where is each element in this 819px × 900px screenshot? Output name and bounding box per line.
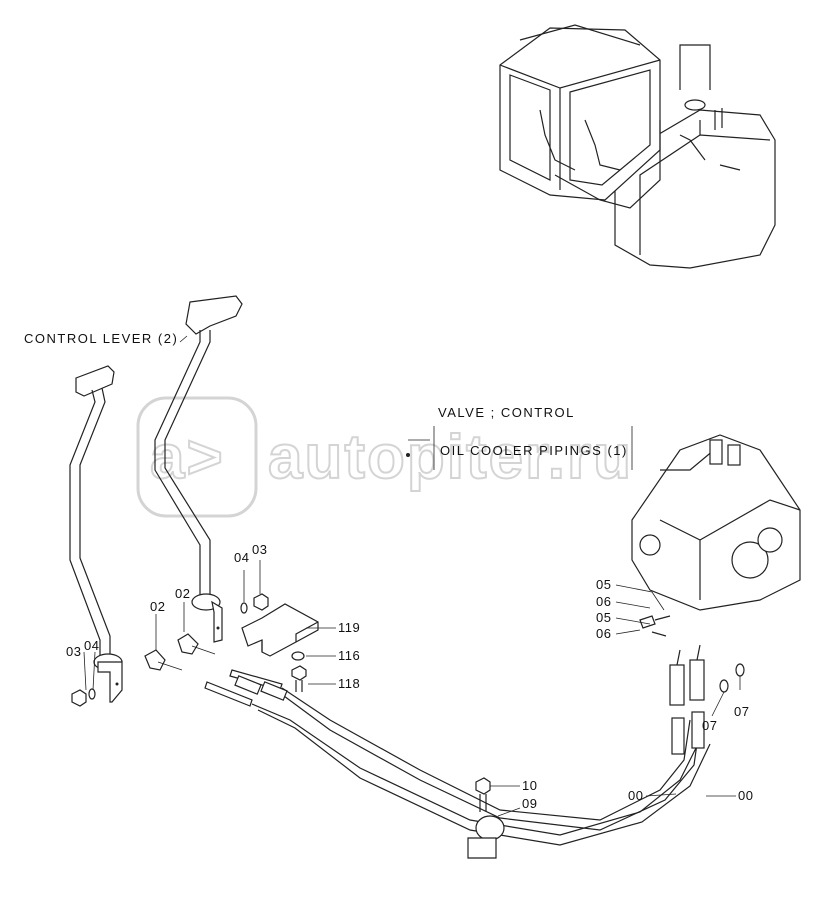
part-number-00-left: 00 bbox=[628, 788, 643, 803]
svg-text:a>: a> bbox=[150, 423, 225, 492]
control-lever-left bbox=[69, 365, 123, 703]
label-oil-cooler: OIL COOLER PIPINGS (1) bbox=[440, 443, 628, 458]
labels: CONTROL LEVER (2) VALVE ; CONTROL OIL CO… bbox=[24, 331, 753, 811]
control-lever-right bbox=[154, 295, 243, 643]
control-valve bbox=[631, 434, 801, 693]
part-number-02-right: 02 bbox=[175, 586, 190, 601]
label-control-lever: CONTROL LEVER (2) bbox=[24, 331, 178, 346]
part-number-07-right: 07 bbox=[734, 704, 749, 719]
part-number-10: 10 bbox=[522, 778, 537, 793]
part-number-07-left: 07 bbox=[702, 718, 717, 733]
fasteners bbox=[71, 593, 319, 707]
control-cables bbox=[204, 644, 711, 846]
part-number-03-left: 03 bbox=[66, 644, 81, 659]
part-number-02-left: 02 bbox=[150, 599, 165, 614]
watermark-text: autopiter.ru bbox=[268, 423, 633, 492]
part-number-118: 118 bbox=[338, 676, 360, 691]
part-number-04-right: 04 bbox=[234, 550, 249, 565]
part-number-09: 09 bbox=[522, 796, 537, 811]
part-number-06-lower: 06 bbox=[596, 626, 611, 641]
part-number-04-left: 04 bbox=[84, 638, 99, 653]
part-number-05-lower: 05 bbox=[596, 610, 611, 625]
label-valve-control: VALVE ; CONTROL bbox=[438, 405, 575, 420]
part-number-116: 116 bbox=[338, 648, 360, 663]
excavator-overview bbox=[499, 24, 776, 269]
part-number-03-right: 03 bbox=[252, 542, 267, 557]
part-number-00-right: 00 bbox=[738, 788, 753, 803]
leader-lines bbox=[83, 335, 741, 817]
part-number-05-upper: 05 bbox=[596, 577, 611, 592]
part-number-06-upper: 06 bbox=[596, 594, 611, 609]
clamp-assembly bbox=[467, 777, 505, 859]
part-number-119: 119 bbox=[338, 620, 360, 635]
